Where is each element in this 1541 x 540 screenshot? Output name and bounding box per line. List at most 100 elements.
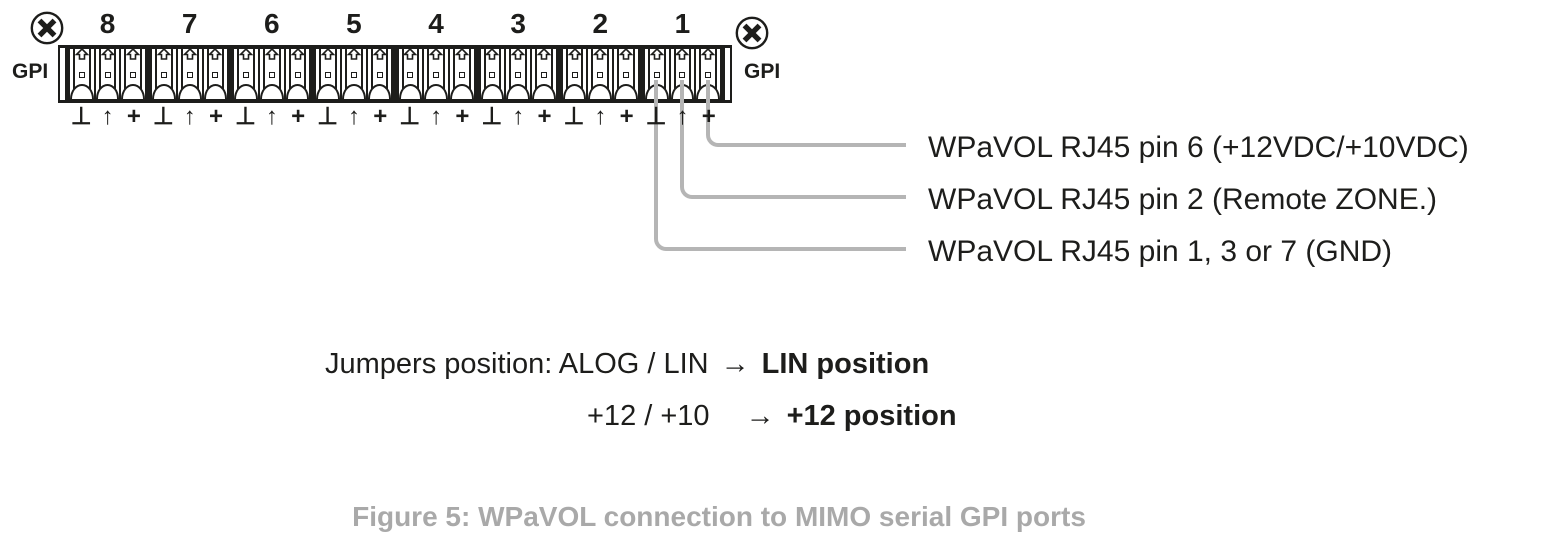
terminal-symbol: ↑ — [676, 103, 689, 130]
wire-slot-arc — [342, 84, 366, 99]
terminal-symbols-row: ⊥↑+⊥↑+⊥↑+⊥↑+⊥↑+⊥↑+⊥↑+⊥↑+ — [68, 102, 722, 132]
screw-dot — [376, 72, 383, 78]
terminal-symbol: + — [126, 103, 141, 130]
clamp-tab-icon — [156, 48, 171, 60]
terminal-cell — [95, 48, 120, 99]
port-symbols: ⊥↑+ — [232, 102, 311, 132]
clamp-tab-icon — [346, 48, 361, 60]
clamp-tab-icon — [372, 48, 387, 60]
screw-dot — [515, 72, 522, 78]
screw-dot — [679, 72, 686, 78]
clamp-wall — [714, 49, 717, 99]
clamp-tab-icon — [239, 48, 254, 60]
terminal-symbol: ↑ — [512, 103, 525, 130]
terminal-cell — [480, 48, 505, 99]
clamp-tab-icon — [126, 48, 141, 60]
gpi-label-right: GPI — [744, 60, 781, 83]
port-symbols: ⊥ ↑ + — [479, 102, 558, 132]
terminal-cell — [614, 48, 638, 99]
clamp-tab-icon — [74, 48, 89, 60]
arrow-right-icon: → — [745, 400, 775, 432]
wire-slot-arc — [70, 84, 94, 99]
screw-dot — [489, 72, 496, 78]
screw-icon — [735, 16, 769, 50]
clamp-tab-icon — [649, 48, 664, 60]
clamp-tab-icon — [619, 48, 633, 60]
jumpers-line-2: +12 / +10→+12 position — [587, 400, 957, 433]
clamp-tab-icon — [429, 48, 444, 60]
figure-caption: Figure 5: WPaVOL connection to MIMO seri… — [352, 501, 1086, 532]
terminal-symbol: ⊥ — [481, 103, 503, 130]
clamp-wall — [278, 49, 281, 99]
port-number-label: 8 — [99, 8, 116, 39]
annotation-pin6: WPaVOL RJ45 pin 6 (+12VDC/+10VDC) — [928, 131, 1469, 164]
clamp-wall — [632, 49, 635, 99]
terminal-cell — [398, 48, 423, 99]
clamp-wall — [237, 49, 240, 99]
clamp-wall — [288, 49, 291, 99]
gpi-port-group — [232, 47, 312, 101]
clamp-wall — [304, 49, 307, 99]
terminal-cell — [588, 48, 613, 99]
terminal-cell — [562, 48, 587, 99]
wire-slot-arc — [152, 84, 176, 99]
terminal-cell — [70, 48, 94, 99]
terminal-cell — [532, 48, 556, 99]
clamp-wall — [699, 49, 702, 99]
screw-icon — [30, 11, 64, 45]
terminal-symbol: ⊥ — [317, 103, 339, 130]
wire-slot-arc — [449, 84, 474, 99]
clamp-tab-icon — [290, 48, 305, 60]
terminal-symbol: + — [701, 103, 716, 130]
screw-dot — [78, 72, 85, 78]
clamp-wall — [442, 49, 445, 99]
clamp-wall — [196, 49, 199, 99]
clamp-tab-icon — [511, 48, 526, 60]
gpi-port-group — [396, 47, 476, 101]
clamp-wall — [427, 49, 430, 99]
clamp-wall — [370, 49, 373, 99]
clamp-wall — [140, 49, 143, 99]
terminal-cell — [506, 48, 531, 99]
clamp-wall — [222, 49, 225, 99]
clamp-wall — [386, 49, 389, 99]
screw-dot — [350, 72, 357, 78]
terminal-symbol: + — [537, 103, 552, 130]
terminal-symbol: + — [209, 103, 224, 130]
clamp-wall — [252, 49, 255, 99]
jumpers-line2-text: +12 / +10 — [587, 400, 710, 432]
clamp-tab-icon — [403, 48, 418, 60]
clamp-wall — [180, 49, 183, 99]
clamp-wall — [483, 49, 486, 99]
terminal-symbol: ⊥ — [645, 103, 667, 130]
port-number-label: 1 — [674, 8, 691, 39]
terminal-cell — [424, 48, 448, 99]
clamp-wall — [124, 49, 127, 99]
terminal-cell — [203, 48, 228, 99]
port-symbols: ⊥ ↑ + — [643, 102, 722, 132]
screw-dot — [540, 72, 547, 78]
clamp-tab-icon — [593, 48, 608, 60]
wire-slot-arc — [532, 84, 556, 99]
screw-dot — [212, 72, 219, 78]
clamp-wall — [647, 49, 650, 99]
screw-dot — [653, 72, 660, 78]
terminal-symbol: ↑ — [265, 103, 278, 130]
clamp-tab-icon — [536, 48, 551, 60]
clamp-wall — [565, 49, 568, 99]
port-number-label: 6 — [264, 8, 280, 39]
clamp-wall — [550, 49, 553, 99]
screw-dot — [160, 72, 167, 78]
terminal-symbol: ⊥ — [399, 103, 421, 130]
screw-dot — [325, 72, 332, 78]
terminal-symbol: + — [619, 103, 634, 130]
clamp-tab-icon — [485, 48, 500, 60]
screw-dot — [407, 72, 414, 78]
annotation-pin2: WPaVOL RJ45 pin 2 (Remote ZONE.) — [928, 183, 1438, 216]
clamp-tab-icon — [182, 48, 197, 60]
port-symbols: ⊥↑+ — [561, 102, 640, 132]
screw-dot — [268, 72, 275, 78]
clamp-wall — [155, 49, 158, 99]
